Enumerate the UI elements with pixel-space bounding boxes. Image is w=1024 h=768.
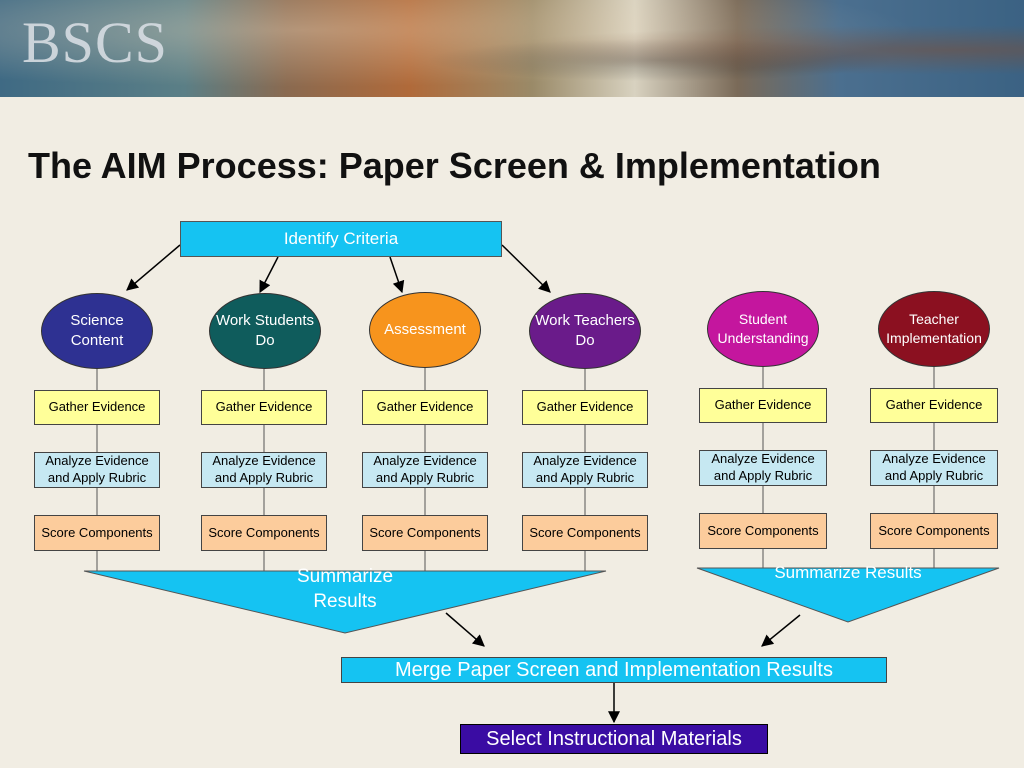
score-components-box: Score Components <box>201 515 327 551</box>
arrow-to-assessment <box>389 256 405 294</box>
merge-results-box: Merge Paper Screen and Implementation Re… <box>341 657 887 683</box>
gather-evidence-box: Gather Evidence <box>870 388 998 423</box>
score-components-box: Score Components <box>362 515 488 551</box>
gather-evidence-box: Gather Evidence <box>699 388 827 423</box>
header-banner: BSCS <box>0 0 1024 97</box>
select-instructional-materials-box: Select Instructional Materials <box>460 724 768 754</box>
oval-work-teachers-do: Work Teachers Do <box>529 293 641 369</box>
oval-student-understanding: Student Understanding <box>707 291 819 367</box>
arrow-left-to-merge <box>445 612 485 647</box>
arrow-to-work-teachers-do <box>501 244 551 293</box>
analyze-evidence-box: Analyze Evidence and Apply Rubric <box>362 452 488 488</box>
score-components-box: Score Components <box>699 513 827 549</box>
analyze-evidence-box: Analyze Evidence and Apply Rubric <box>522 452 648 488</box>
score-components-box: Score Components <box>34 515 160 551</box>
gather-evidence-box: Gather Evidence <box>522 390 648 425</box>
gather-evidence-box: Gather Evidence <box>362 390 488 425</box>
gather-evidence-box: Gather Evidence <box>201 390 327 425</box>
arrow-right-to-merge <box>761 614 801 647</box>
summarize-results-label-left: Summarize Results <box>296 566 394 612</box>
summarize-results-label-right: Summarize Results <box>774 563 922 582</box>
score-components-box: Score Components <box>522 515 648 551</box>
arrow-to-science-content <box>126 244 181 291</box>
summarize-funnel-left <box>83 570 607 634</box>
analyze-evidence-box: Analyze Evidence and Apply Rubric <box>870 450 998 486</box>
analyze-evidence-box: Analyze Evidence and Apply Rubric <box>201 452 327 488</box>
banner-photo-collage <box>0 0 1024 97</box>
analyze-evidence-box: Analyze Evidence and Apply Rubric <box>699 450 827 486</box>
arrow-to-work-students-do <box>259 256 279 294</box>
summarize-funnel-right <box>696 567 1000 623</box>
identify-criteria-box: Identify Criteria <box>180 221 502 257</box>
bscs-logo: BSCS <box>22 10 168 75</box>
gather-evidence-box: Gather Evidence <box>34 390 160 425</box>
oval-teacher-implementation: Teacher Implementation <box>878 291 990 367</box>
oval-science-content: Science Content <box>41 293 153 369</box>
oval-assessment: Assessment <box>369 292 481 368</box>
slide-title: The AIM Process: Paper Screen & Implemen… <box>28 145 881 186</box>
analyze-evidence-box: Analyze Evidence and Apply Rubric <box>34 452 160 488</box>
score-components-box: Score Components <box>870 513 998 549</box>
oval-work-students-do: Work Students Do <box>209 293 321 369</box>
